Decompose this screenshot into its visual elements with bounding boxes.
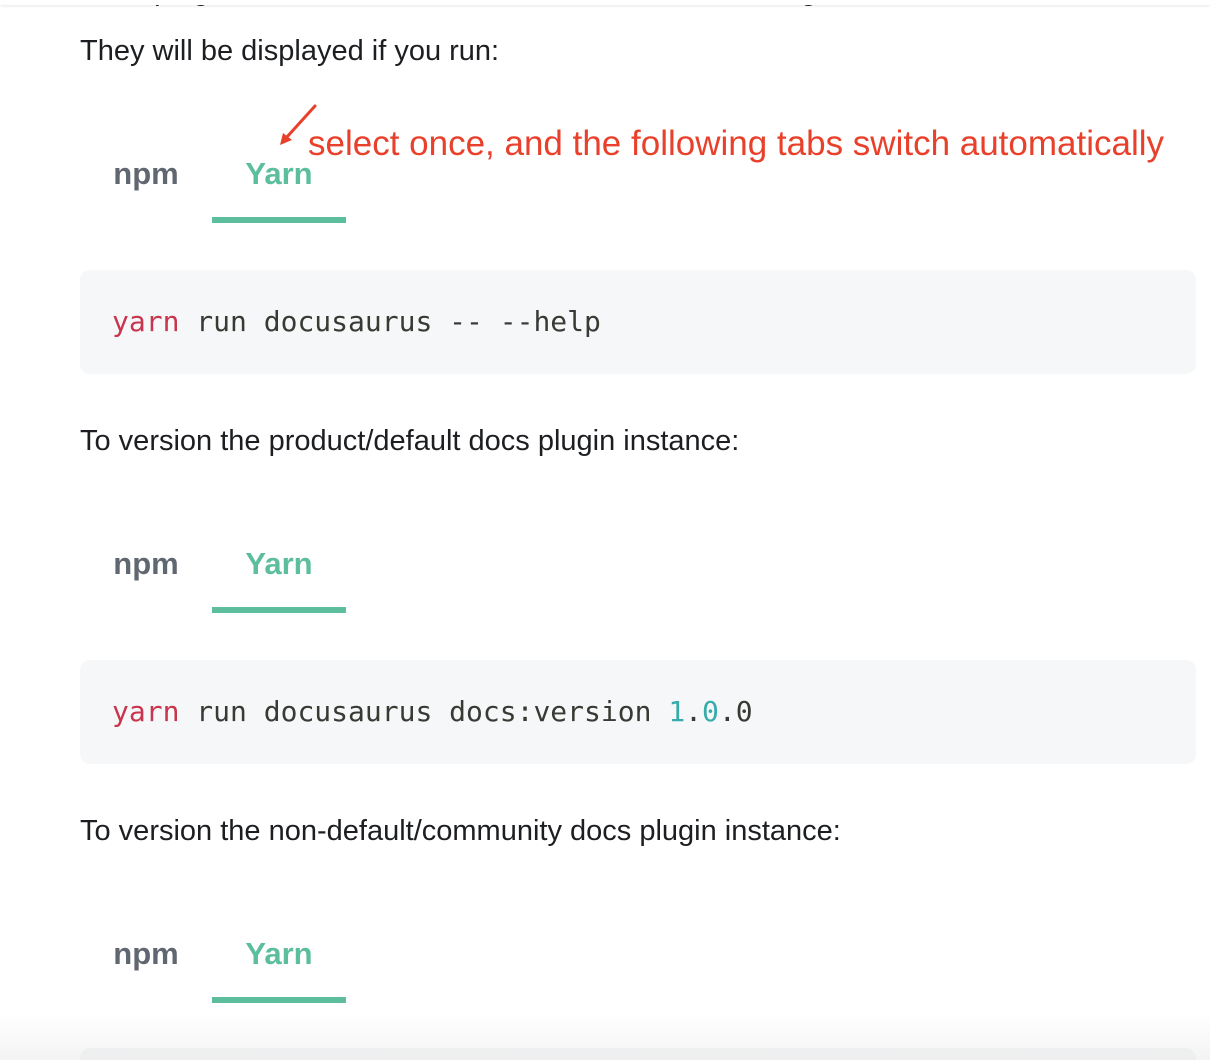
tab-npm[interactable]: npm [113,546,179,581]
code-args: run docusaurus docs:version [179,695,669,728]
tab-yarn[interactable]: Yarn [245,936,313,971]
active-tab-indicator [212,607,346,613]
code-block-version: yarn run docusaurus docs:version 1.0.0 [80,660,1196,764]
top-edge [0,0,1210,5]
package-manager-tabs: npm Yarn [80,912,680,1004]
version-default-paragraph: To version the product/default docs plug… [80,425,740,457]
version-dot: . [685,695,703,728]
bottom-fade [0,1014,1210,1060]
annotation-text: select once, and the following tabs swit… [308,124,1165,163]
tab-npm[interactable]: npm [113,936,179,971]
version-number-minor: 0 [702,695,719,728]
tab-yarn[interactable]: Yarn [245,546,313,581]
tab-yarn[interactable]: Yarn [245,156,313,191]
code-command: yarn [112,695,180,728]
version-dot: . [718,695,736,728]
package-manager-tabs: npm Yarn [80,132,680,224]
version-number-major: 1 [668,695,686,728]
code-block-help: yarn run docusaurus -- --help [80,270,1196,374]
code-args: run docusaurus -- --help [179,305,601,338]
active-tab-indicator [212,997,346,1003]
version-community-paragraph: To version the non-default/community doc… [80,815,841,847]
code-line: yarn run docusaurus docs:version 1.0.0 [112,660,753,764]
tab-npm[interactable]: npm [113,156,179,191]
code-line: yarn run docusaurus -- --help [112,270,601,374]
version-number-patch: 0 [735,695,753,728]
code-command: yarn [112,305,180,338]
arrow-annotation-icon [280,104,317,145]
package-manager-tabs: npm Yarn [80,522,680,614]
active-tab-indicator [212,217,346,223]
intro-paragraph: They will be displayed if you run: [80,35,500,67]
